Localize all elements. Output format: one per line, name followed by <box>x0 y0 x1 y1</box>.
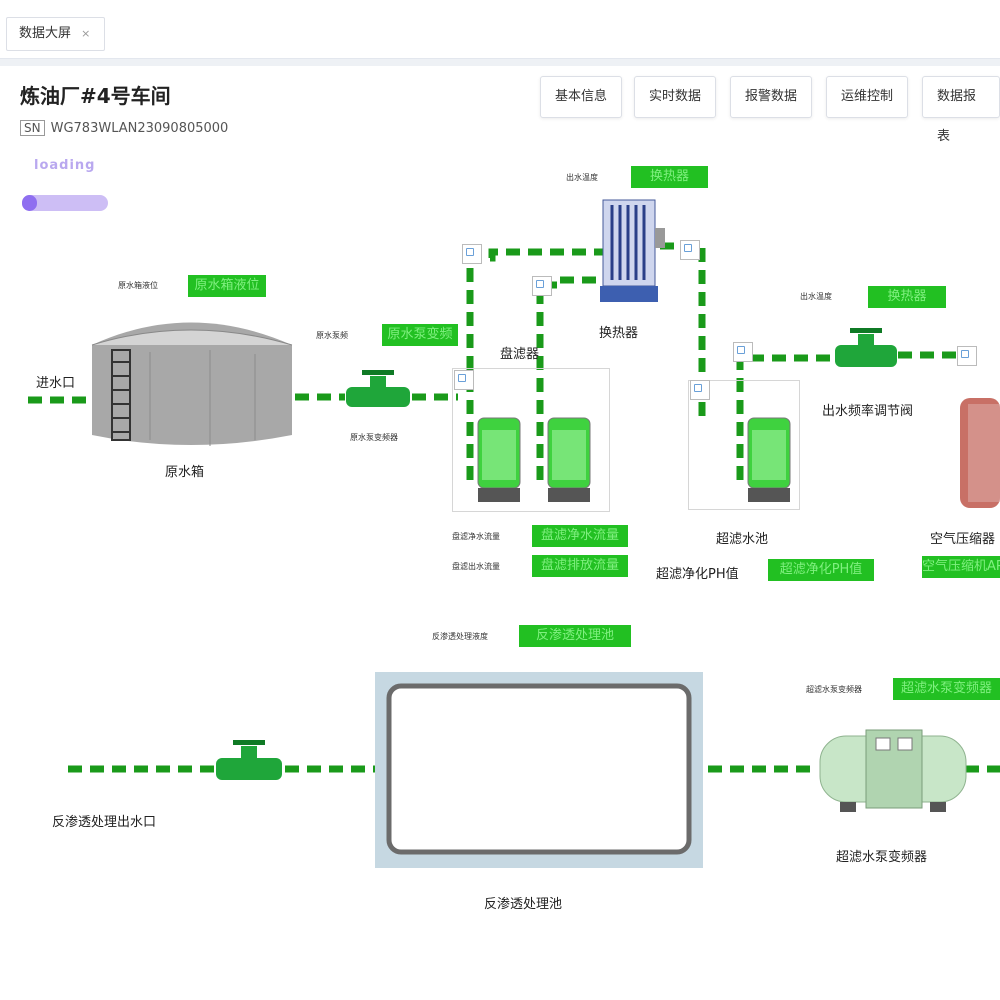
value-raw-pump: 原水泵变频 <box>382 324 458 346</box>
broken-image-icon <box>532 276 552 296</box>
ro-pool-label: 反渗透处理池 <box>484 897 563 912</box>
filter-label: 盘滤器 <box>500 347 540 362</box>
uf-pump-inverter-label: 超滤水泵变频器 <box>836 850 928 865</box>
uf-ph-label: 超滤净化PH值 <box>656 567 739 582</box>
nav-maintenance-button[interactable]: 运维控制 <box>826 76 909 118</box>
uf-pool-box <box>688 380 800 510</box>
broken-image-icon <box>462 244 482 264</box>
nav-realtime-data-button[interactable]: 实时数据 <box>634 76 717 118</box>
pump-icon <box>819 729 967 812</box>
outlet-temp2-caption: 出水温度 <box>800 292 832 301</box>
serial-number: SN WG783WLAN23090805000 <box>20 120 228 136</box>
air-compressor-label: 空气压缩器 <box>930 532 996 547</box>
value-heat-exchanger: 换热器 <box>631 166 708 188</box>
valve-icon <box>835 328 897 367</box>
tab-label: 数据大屏 <box>19 26 72 41</box>
tab-data-screen[interactable]: 数据大屏 × <box>6 17 106 51</box>
raw-pump-inverter-caption: 原水泵变频器 <box>350 433 398 442</box>
value-air: 空气压缩机APH <box>922 556 1000 578</box>
broken-image-icon <box>454 370 474 390</box>
sn-value: WG783WLAN23090805000 <box>50 121 229 136</box>
heat-exchanger-label: 换热器 <box>599 326 639 341</box>
top-tab-bar: 数据大屏 × <box>0 0 1000 59</box>
inlet-label: 进水口 <box>36 376 76 391</box>
filter-group-box <box>452 368 610 512</box>
nav-basic-info-button[interactable]: 基本信息 <box>540 76 623 118</box>
tank-icon <box>91 322 293 446</box>
outlet-valve-label: 出水频率调节阀 <box>822 404 914 419</box>
filter-icon <box>477 417 521 502</box>
loading-text: loading <box>34 158 96 173</box>
uf-pool-label: 超滤水池 <box>716 532 769 547</box>
sn-tag: SN <box>20 120 45 136</box>
value-raw-level: 原水箱液位 <box>188 275 266 297</box>
broken-image-icon <box>690 380 710 400</box>
filter-icon <box>747 417 791 502</box>
page-title: 炼油厂#4号车间 <box>20 84 171 108</box>
valve-icon <box>346 370 410 407</box>
ro-level-caption: 反渗透处理液度 <box>432 632 488 641</box>
value-filter-clean: 盘滤净水流量 <box>532 525 628 547</box>
broken-image-icon <box>680 240 700 260</box>
filter-clean-caption: 盘滤净水流量 <box>452 532 500 541</box>
raw-tank-label: 原水箱 <box>165 465 205 480</box>
filter-drain-caption: 盘滤出水流量 <box>452 562 500 571</box>
loading-indicator: loading <box>22 158 108 214</box>
raw-pump-caption: 原水泵频 <box>316 331 348 340</box>
raw-level-caption: 原水箱液位 <box>118 281 158 290</box>
outlet-temp-caption: 出水温度 <box>566 173 598 182</box>
value-uf-ph: 超滤净化PH值 <box>768 559 874 581</box>
nav-report-button[interactable]: 数据报表 <box>922 76 1000 144</box>
close-icon[interactable]: × <box>81 27 91 40</box>
loading-bar-fill <box>22 195 38 211</box>
broken-image-icon <box>733 342 753 362</box>
pipes <box>28 242 1000 773</box>
value-outlet-temp: 换热器 <box>868 286 946 308</box>
value-ro: 反渗透处理池 <box>519 625 631 647</box>
value-uf-pump: 超滤水泵变频器 <box>893 678 1000 700</box>
valve-icon <box>216 740 282 780</box>
air-compressor-icon <box>960 398 1000 508</box>
uf-pump-caption: 超滤水泵变频器 <box>806 685 862 694</box>
ro-outlet-label: 反渗透处理出水口 <box>52 815 157 830</box>
value-filter-drain: 盘滤排放流量 <box>532 555 628 577</box>
heat-exchanger-icon <box>600 199 665 302</box>
nav-alarm-data-button[interactable]: 报警数据 <box>730 76 813 118</box>
filter-icon <box>547 417 591 502</box>
loading-bar <box>22 195 108 211</box>
broken-image-icon <box>957 346 977 366</box>
ro-pool-shape <box>375 672 703 868</box>
